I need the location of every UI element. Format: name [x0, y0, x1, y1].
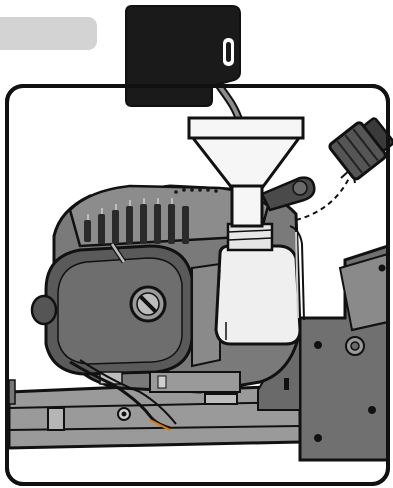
refuel-diagram [0, 0, 393, 488]
illustration-stage [0, 0, 393, 488]
